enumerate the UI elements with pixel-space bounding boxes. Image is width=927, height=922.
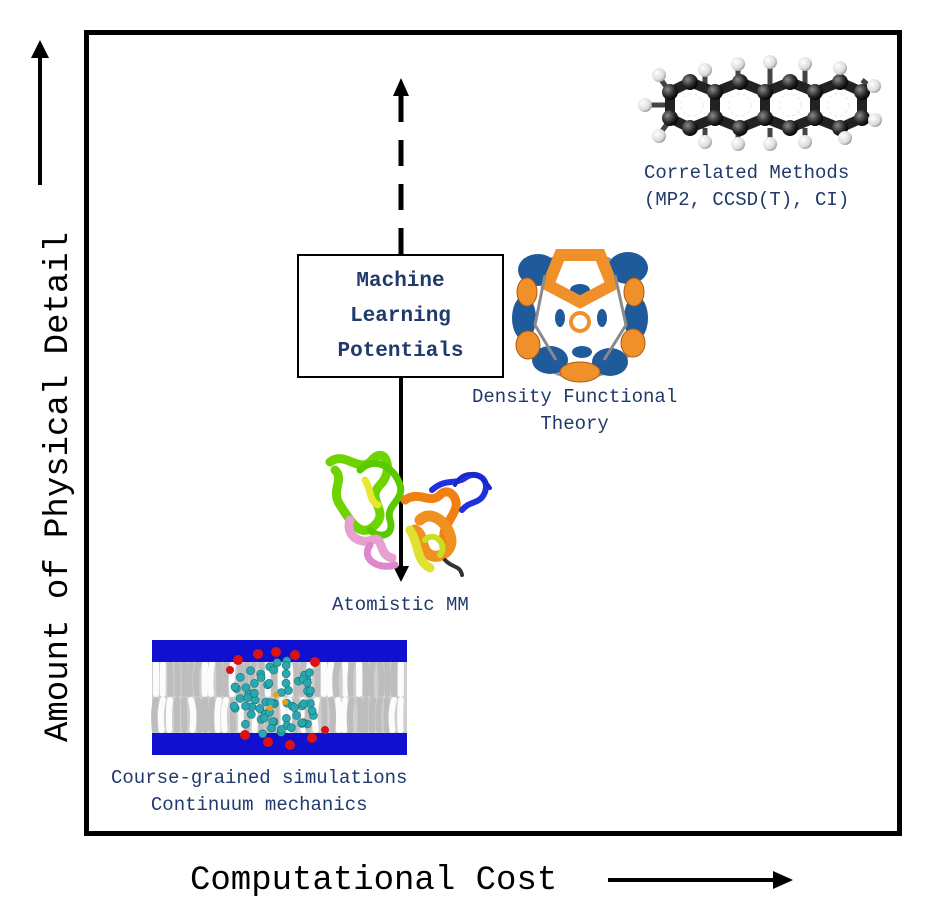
plot-frame [84,30,902,836]
atomistic-mm-line1: Atomistic MM [332,594,469,616]
dft-label: Density Functional Theory [472,384,677,438]
coarse-grained-label: Course-grained simulations Continuum mec… [111,765,407,819]
coarse-grained-line2: Continuum mechanics [150,794,368,816]
ml-potentials-box: Machine Learning Potentials [297,254,504,378]
correlated-methods-line1: Correlated Methods [644,162,850,184]
ml-solid-arrow-down [393,378,409,582]
protein-ribbon-image [325,451,492,577]
fullerene-orbital-image [512,249,648,383]
ml-box-line2: Learning [350,304,451,328]
dft-line2: Theory [540,413,609,435]
x-axis-arrow [608,871,793,889]
y-axis-arrow [31,40,49,185]
ml-dashed-arrow-up [393,78,409,254]
correlated-methods-label: Correlated Methods (MP2, CCSD(T), CI) [644,160,849,214]
dft-line1: Density Functional [472,386,678,408]
hydrocarbon-molecule-image [638,55,882,151]
y-axis-label: Amount of Physical Detail [40,231,78,742]
atomistic-mm-label: Atomistic MM [332,592,469,619]
correlated-methods-line2: (MP2, CCSD(T), CI) [644,189,850,211]
coarse-grained-line1: Course-grained simulations [111,767,408,789]
x-axis-label: Computational Cost [190,862,558,900]
ml-box-line3: Potentials [337,339,464,363]
lipid-membrane-image [151,640,407,755]
ml-box-line1: Machine [356,269,445,293]
